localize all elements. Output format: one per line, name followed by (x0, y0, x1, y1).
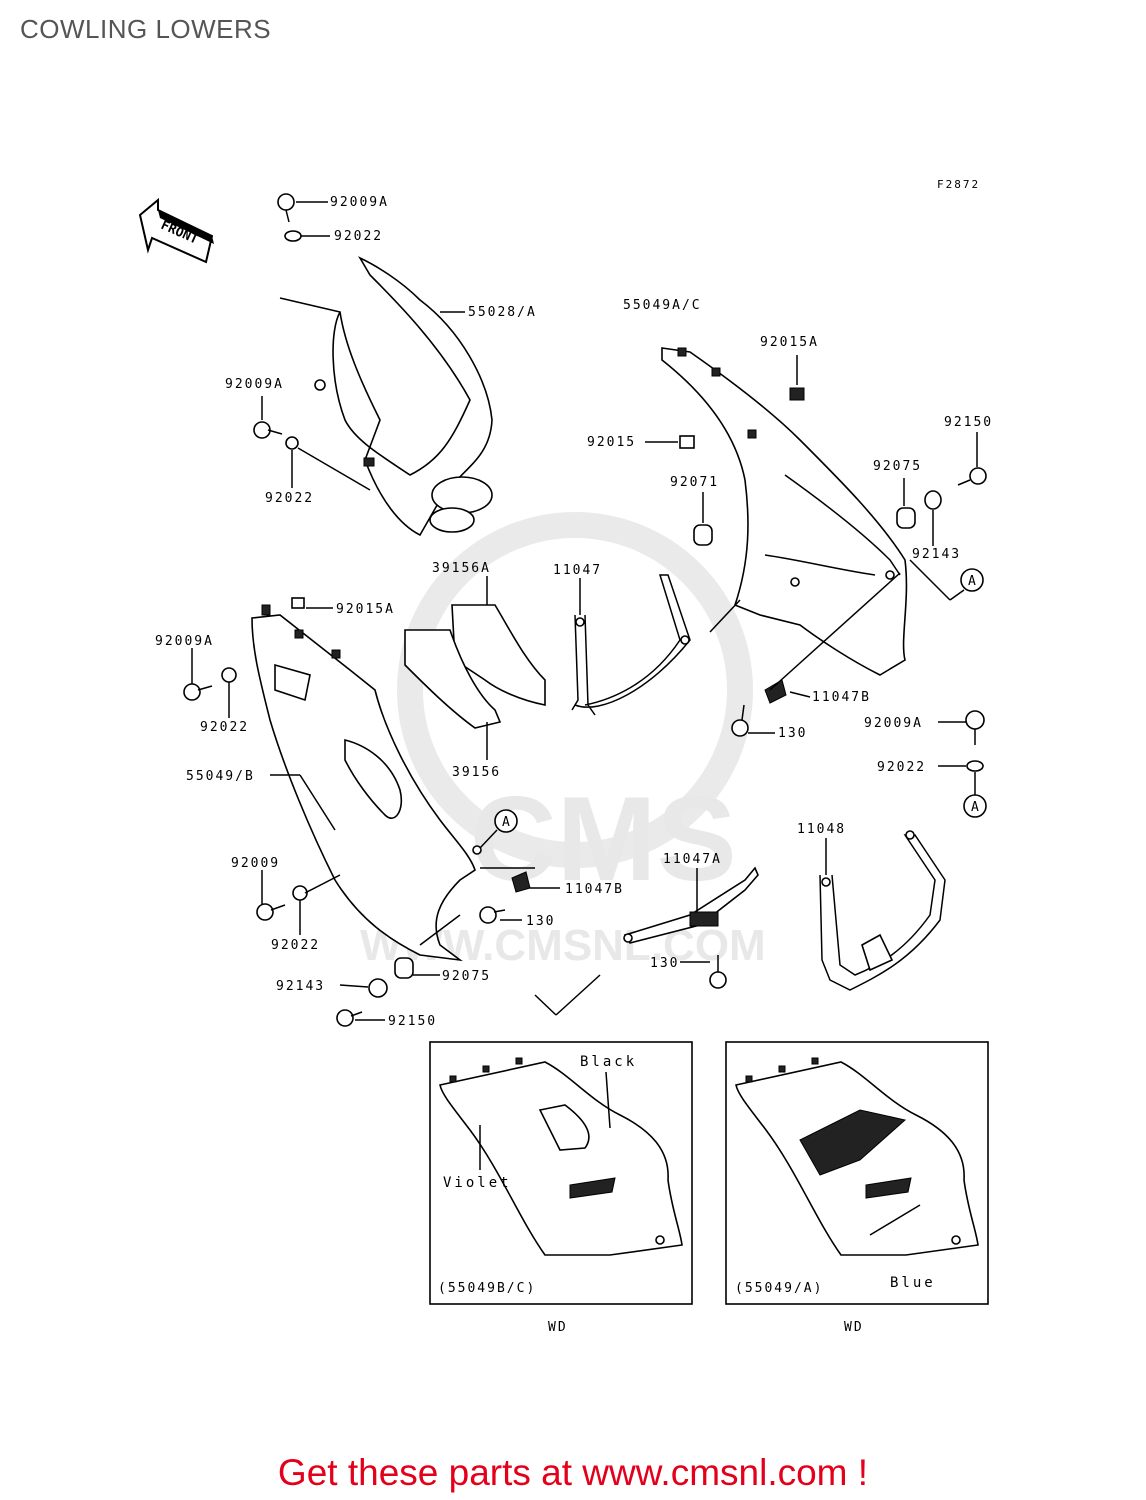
label-55049B: 55049/B (186, 769, 255, 784)
label-55049AC: 55049A/C (623, 298, 702, 313)
figure-code: F2872 (937, 178, 981, 191)
label-92009: 92009 (231, 856, 280, 871)
page-title: COWLING LOWERS (20, 14, 272, 44)
cms-watermark: CMS WWW.CMSNL.COM (360, 512, 766, 970)
destination-wd: WD (548, 1320, 568, 1335)
part-labels: 92009A 92022 55028/A 92009A 92022 55049A… (155, 195, 993, 1029)
variant-code: (55049B/C) (438, 1281, 536, 1296)
leader-lines (191, 201, 978, 1021)
left-lower-cowl-55049B (251, 604, 482, 962)
label-92150: 92150 (388, 1014, 437, 1029)
label-92143: 92143 (276, 979, 325, 994)
fasteners (183, 193, 987, 1027)
label-130: 130 (778, 726, 807, 741)
label-92022: 92022 (271, 938, 320, 953)
label-92022: 92022 (877, 760, 926, 775)
label-130: 130 (650, 956, 679, 971)
label-92015A: 92015A (336, 602, 395, 617)
label-130: 130 (526, 914, 555, 929)
inner-cowl-55028 (279, 256, 493, 537)
label-39156A: 39156A (432, 561, 491, 576)
ref-marker-a (963, 794, 987, 818)
variant-box-55049A: Blue (55049/A) WD (725, 1041, 989, 1335)
label-92009A: 92009A (225, 377, 284, 392)
label-a: A (502, 815, 512, 830)
label-violet: Violet (443, 1175, 512, 1191)
label-92009A: 92009A (330, 195, 389, 210)
label-92150: 92150 (944, 415, 993, 430)
label-a: A (968, 574, 978, 589)
footer-link[interactable]: Get these parts at www.cmsnl.com ! (277, 1452, 869, 1493)
label-92075: 92075 (442, 969, 491, 984)
label-92022: 92022 (265, 491, 314, 506)
label-blue: Blue (890, 1275, 936, 1291)
right-lower-cowl-55049A (661, 347, 908, 676)
label-black: Black (580, 1054, 637, 1070)
label-92015A: 92015A (760, 335, 819, 350)
ref-marker-a (494, 809, 518, 833)
label-92015: 92015 (587, 435, 636, 450)
ref-markers (494, 568, 987, 833)
label-92009A: 92009A (155, 634, 214, 649)
label-92075: 92075 (873, 459, 922, 474)
label-11047A: 11047A (663, 852, 722, 867)
bracket-11048 (819, 830, 946, 991)
destination-wd: WD (844, 1320, 864, 1335)
variant-box-55049BC: Black Violet (55049B/C) WD (429, 1041, 693, 1335)
label-39156: 39156 (452, 765, 501, 780)
label-11048: 11048 (797, 822, 846, 837)
label-92009A: 92009A (864, 716, 923, 731)
ref-marker-a (960, 568, 984, 592)
bracket-11047A (623, 866, 759, 944)
label-11047B: 11047B (812, 690, 871, 705)
label-a: A (971, 800, 981, 815)
label-92022: 92022 (334, 229, 383, 244)
label-11047: 11047 (553, 563, 602, 578)
variant-code: (55049/A) (735, 1281, 823, 1296)
label-55028A: 55028/A (468, 305, 537, 320)
heat-shields-39156 (404, 604, 546, 729)
label-92143: 92143 (912, 547, 961, 562)
label-92022: 92022 (200, 720, 249, 735)
bracket-11047 (571, 574, 691, 716)
label-11047B: 11047B (565, 882, 624, 897)
label-92071: 92071 (670, 475, 719, 490)
front-arrow-icon: FRONT (138, 197, 214, 264)
